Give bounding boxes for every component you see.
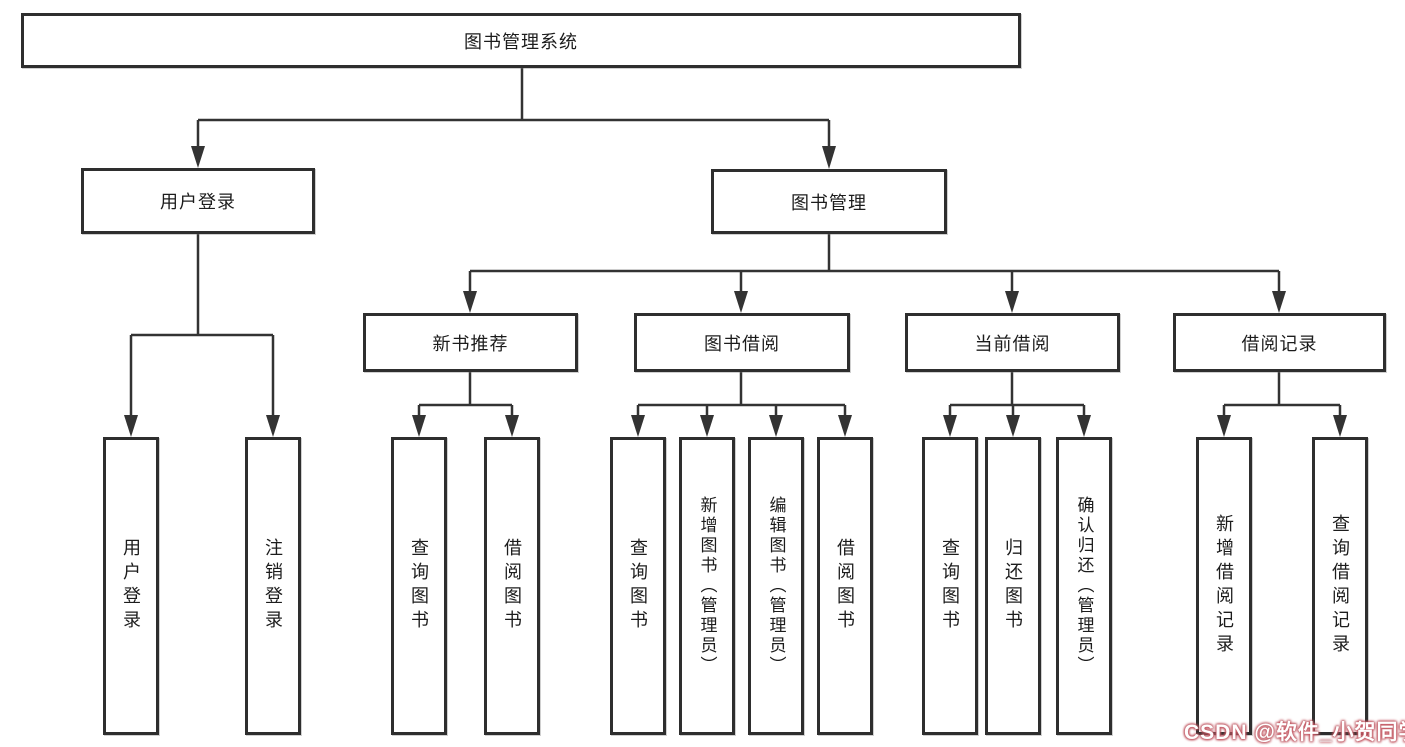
csdn-watermark: CSDN @软件_小贺同学 xyxy=(1184,716,1405,746)
leaf-query-books-current: 查询图书 xyxy=(922,437,978,735)
leaf-logout: 注销登录 xyxy=(245,437,301,735)
node-book-management: 图书管理 xyxy=(711,169,947,234)
node-label: 用户登录 xyxy=(121,538,141,634)
leaf-query-borrow-record: 查询借阅记录 xyxy=(1312,437,1368,735)
node-label: 用户登录 xyxy=(160,192,236,212)
node-label: 查询图书 xyxy=(409,538,429,634)
node-label: 新增借阅记录 xyxy=(1214,514,1234,658)
leaf-query-books-borrow: 查询图书 xyxy=(610,437,666,735)
node-label: 借阅图书 xyxy=(835,538,855,634)
node-label: 确认归还（管理员） xyxy=(1074,496,1094,676)
leaf-borrow-books-recommend: 借阅图书 xyxy=(484,437,540,735)
node-label: 归还图书 xyxy=(1003,538,1023,634)
leaf-confirm-return-admin: 确认归还（管理员） xyxy=(1056,437,1112,735)
leaf-query-books-recommend: 查询图书 xyxy=(391,437,447,735)
node-new-book-recommend: 新书推荐 xyxy=(363,313,578,372)
node-label: 注销登录 xyxy=(263,538,283,634)
leaf-return-books: 归还图书 xyxy=(985,437,1041,735)
leaf-edit-books-admin: 编辑图书（管理员） xyxy=(748,437,804,735)
node-label: 编辑图书（管理员） xyxy=(766,496,786,676)
node-label: 借阅记录 xyxy=(1241,333,1318,354)
leaf-add-borrow-record: 新增借阅记录 xyxy=(1196,437,1252,735)
node-root-system: 图书管理系统 xyxy=(21,13,1021,68)
node-label: 借阅图书 xyxy=(502,538,522,634)
leaf-add-books-admin: 新增图书（管理员） xyxy=(679,437,735,735)
node-label: 查询图书 xyxy=(940,538,960,634)
leaf-user-login: 用户登录 xyxy=(103,437,159,735)
watermark-text: CSDN @软件_小贺同学 xyxy=(1184,721,1405,744)
node-label: 图书借阅 xyxy=(704,333,780,354)
node-label: 查询图书 xyxy=(628,538,648,634)
node-label: 查询借阅记录 xyxy=(1330,514,1350,658)
leaf-borrow-books: 借阅图书 xyxy=(817,437,873,735)
node-book-borrow: 图书借阅 xyxy=(634,313,850,372)
node-label: 图书管理系统 xyxy=(464,31,578,52)
node-borrow-records: 借阅记录 xyxy=(1173,313,1386,372)
node-label: 当前借阅 xyxy=(974,333,1051,354)
node-label: 新书推荐 xyxy=(432,333,509,354)
node-current-borrow: 当前借阅 xyxy=(905,313,1120,372)
node-user-login: 用户登录 xyxy=(81,168,315,234)
node-label: 图书管理 xyxy=(791,192,867,213)
node-label: 新增图书（管理员） xyxy=(697,496,717,676)
